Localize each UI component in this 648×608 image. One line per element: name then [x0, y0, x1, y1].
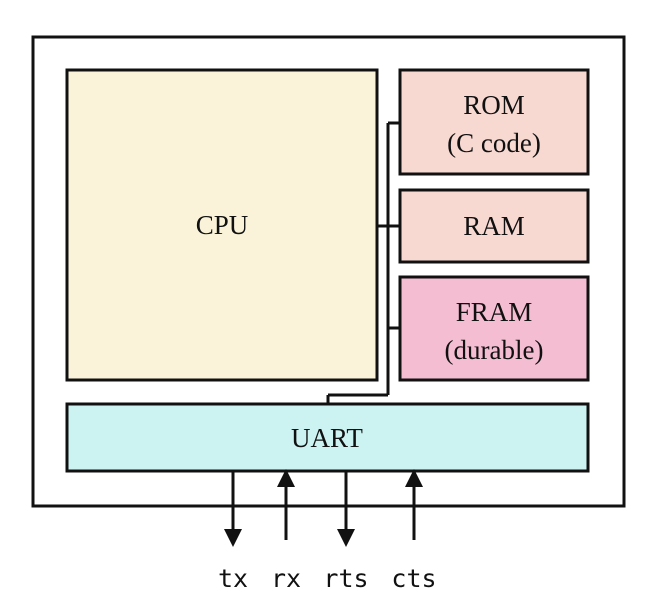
tx-label: tx [218, 564, 248, 593]
signal-arrows [224, 469, 423, 547]
fram-label: FRAM [456, 297, 533, 327]
ram-label: RAM [463, 211, 525, 241]
fram-block: FRAM (durable) [398, 275, 590, 382]
rom-label: ROM [463, 90, 525, 120]
uart-block: UART [65, 402, 590, 473]
rom-block: ROM (C code) [398, 68, 590, 176]
cpu-box [65, 68, 379, 382]
uart-box [65, 402, 590, 473]
rts-label: rts [323, 564, 368, 593]
cpu-block: CPU [65, 68, 379, 382]
rom-sublabel: (C code) [447, 128, 541, 158]
fram-box [398, 275, 590, 382]
rx-label: rx [271, 564, 301, 593]
cts-label: cts [391, 564, 436, 593]
rom-box [398, 68, 590, 176]
fram-sublabel: (durable) [445, 335, 544, 365]
ram-box [398, 188, 590, 264]
cpu-label: CPU [196, 210, 249, 240]
ram-block: RAM [398, 188, 590, 264]
uart-label: UART [291, 423, 363, 453]
